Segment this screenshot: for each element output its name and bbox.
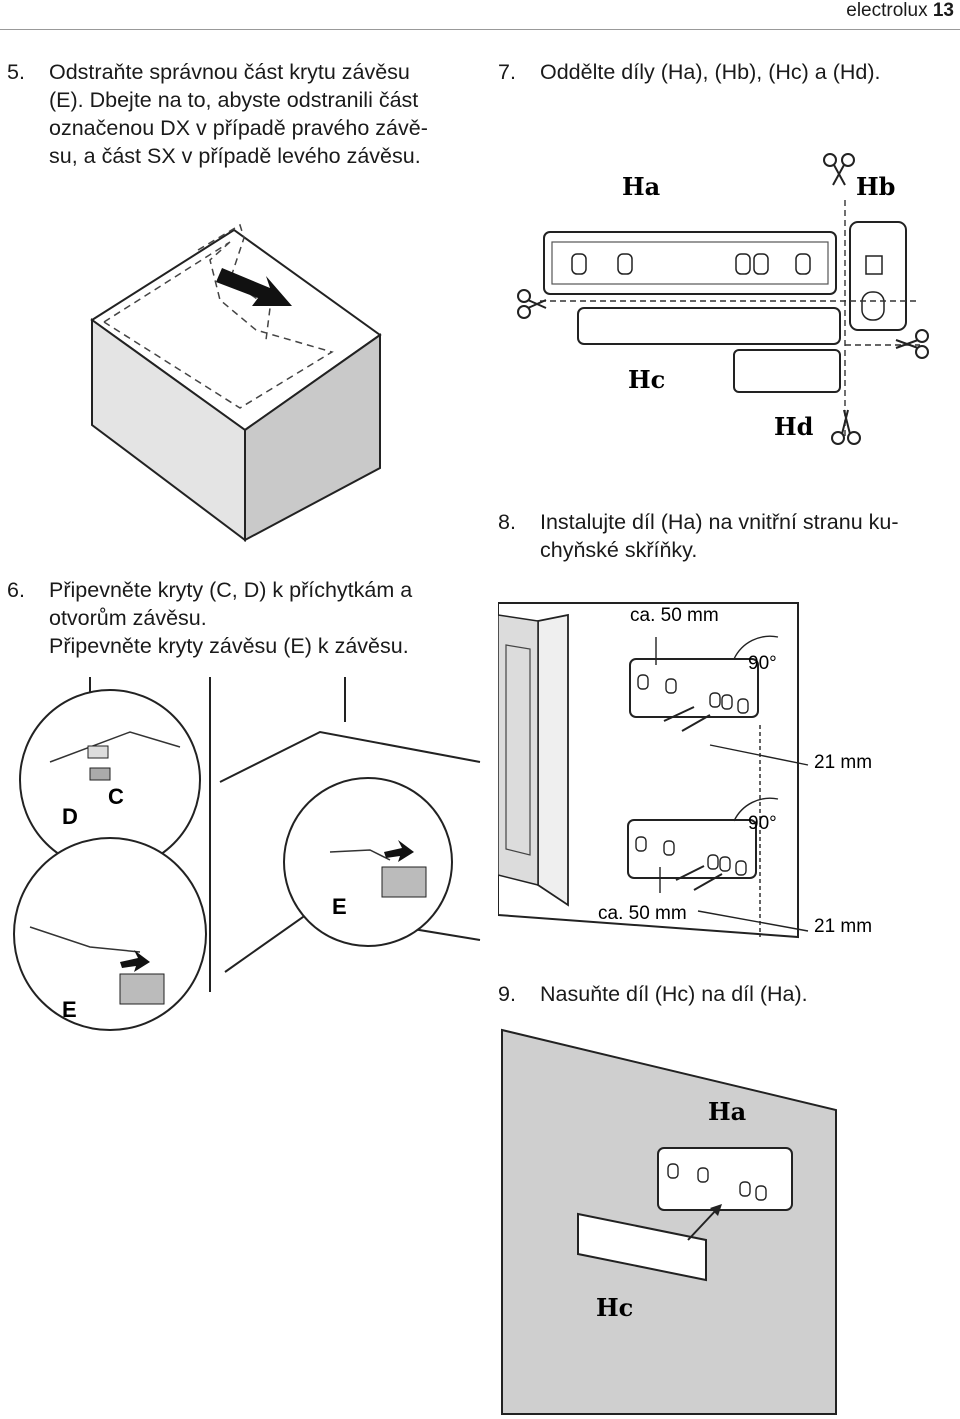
part-hc (577, 1212, 707, 1282)
step-6-text: 6. Připevněte kryty (C, D) k příchytkám … (7, 576, 467, 666)
step-6-number: 6. (7, 578, 25, 602)
header-rule (0, 29, 960, 30)
step-9-instruction: Nasuňte díl (Hc) na díl (Ha). (540, 982, 808, 1006)
cut-line-dashed (103, 241, 334, 409)
box-side-face (244, 333, 381, 542)
label-hb: Hb (856, 172, 895, 201)
removal-arrow (216, 268, 292, 306)
part-hc (577, 307, 841, 345)
scissors-icon (517, 289, 547, 319)
step-8-number: 8. (498, 510, 516, 534)
detail-circle-e-lower (13, 837, 207, 1031)
step-5-text: 5. Odstraňte správnou část krytu závěsu … (7, 58, 467, 178)
step-5-line-2: (E). Dbejte na to, abyste odstranili čás… (49, 88, 419, 112)
cover-c (87, 745, 109, 759)
dim-offset-top: 21 mm (814, 752, 872, 773)
dim-top-gap: ca. 50 mm (630, 605, 719, 626)
step-7-text: 7. Oddělte díly (Ha), (Hb), (Hc) a (Hd). (498, 58, 938, 88)
removed-part-outline (197, 223, 271, 341)
part-hd (733, 349, 841, 393)
label-hc: Hc (628, 365, 665, 394)
label-hd: Hd (774, 412, 814, 441)
step-5-line-3: označenou DX v případě pravého závě- (49, 116, 428, 140)
label-c: C (108, 784, 124, 809)
part-ha-holes (571, 253, 811, 275)
dimension-lines (655, 635, 809, 937)
dim-offset-bottom: 21 mm (814, 916, 872, 937)
scissors-icon (823, 153, 855, 186)
step-8-line-2: chyňské skříňky. (540, 538, 698, 562)
page-header: electrolux 13 (846, 0, 954, 22)
page-number: 13 (932, 0, 954, 21)
step-6-line-1: Připevněte kryty (C, D) k příchytkám a (49, 578, 413, 602)
dim-angle-bottom: 90° (748, 813, 777, 834)
cover-d (89, 767, 111, 781)
step-9-text: 9. Nasuňte díl (Hc) na díl (Ha). (498, 980, 948, 1010)
step-5-line-4: su, a část SX v případě levého závěsu. (49, 144, 421, 168)
scissors-icon (895, 329, 929, 359)
label-ha: Ha (622, 172, 660, 201)
arrow-icon (384, 840, 414, 862)
step-5-number: 5. (7, 60, 25, 84)
label-hc: Hc (596, 1293, 633, 1322)
detail-circle-e-upper (283, 777, 453, 947)
label-e-upper: E (332, 894, 347, 919)
arrow-icon (687, 1207, 719, 1241)
part-ha (657, 1147, 793, 1211)
screw-icon (675, 865, 723, 891)
label-e-lower: E (62, 997, 77, 1022)
part-ha (543, 231, 837, 295)
step-7-number: 7. (498, 60, 516, 84)
brand-name: electrolux (846, 0, 928, 21)
step-5-illustration (90, 223, 382, 543)
arrow-icon (120, 950, 150, 972)
cabinet-wall (501, 1028, 837, 1415)
dim-bottom-gap: ca. 50 mm (598, 903, 687, 924)
cabinet-front-edge (537, 613, 569, 907)
hinge-cover-e-lower (119, 973, 165, 1005)
step-8-line-1: Instalujte díl (Ha) na vnitřní stranu ku… (540, 510, 899, 534)
step-8-text: 8. Instalujte díl (Ha) na vnitřní stranu… (498, 508, 948, 568)
step-6-line-3: Připevněte kryty závěsu (E) k závěsu. (49, 634, 409, 658)
step-6-line-2: otvorům závěsu. (49, 606, 207, 630)
step-7-instruction: Oddělte díly (Ha), (Hb), (Hc) a (Hd). (540, 60, 881, 84)
step-6-illustration: D C E E (13, 677, 481, 1031)
label-ha: Ha (708, 1097, 746, 1126)
step-8-illustration: ca. 50 mm ca. 50 mm 90° 90° 21 mm 21 mm (498, 602, 872, 939)
step-5-line-1: Odstraňte správnou část krytu závěsu (49, 60, 410, 84)
step-9-number: 9. (498, 982, 516, 1006)
step-7-illustration: Ha Hb Hc Hd (517, 153, 929, 445)
screw-icon (663, 706, 711, 732)
step-9-illustration: Ha Hc (501, 1028, 837, 1415)
hinge-cover-e-upper (381, 866, 427, 898)
dim-angle-top: 90° (748, 653, 777, 674)
label-d: D (62, 804, 78, 829)
scissors-icon (831, 409, 861, 445)
